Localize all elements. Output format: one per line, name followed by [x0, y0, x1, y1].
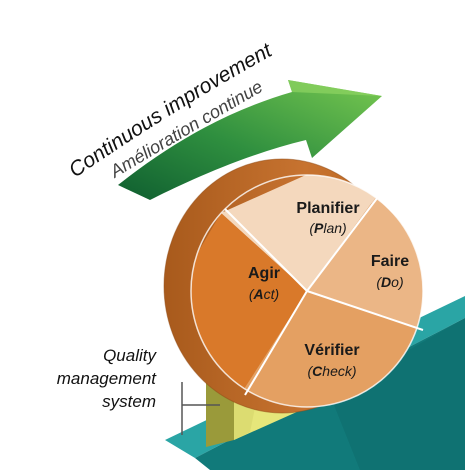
qms-bracket — [181, 382, 220, 435]
label-plan-en: (Plan) — [309, 220, 346, 236]
label-do: Faire — [371, 253, 409, 270]
label-plan: Planifier — [296, 200, 359, 217]
label-check: Vérifier — [304, 342, 359, 359]
pdca-wheel: Planifier (Plan) Faire (Do) Vérifier (Ch… — [163, 158, 424, 414]
qms-line-1: Quality — [103, 346, 156, 365]
qms-label: Quality management system — [18, 344, 156, 413]
qms-line-3: system — [102, 392, 156, 411]
label-act: Agir — [248, 265, 280, 282]
arrow-body — [118, 80, 382, 200]
ramp-shade — [330, 318, 465, 470]
label-do-en: (Do) — [376, 274, 403, 290]
quadrant-plan — [221, 175, 376, 291]
quadrant-act — [191, 213, 307, 395]
improvement-arrow — [118, 80, 382, 200]
label-check-en: (Check) — [307, 363, 356, 379]
qms-line-2: management — [56, 369, 156, 388]
label-act-en: (Act) — [249, 286, 279, 302]
